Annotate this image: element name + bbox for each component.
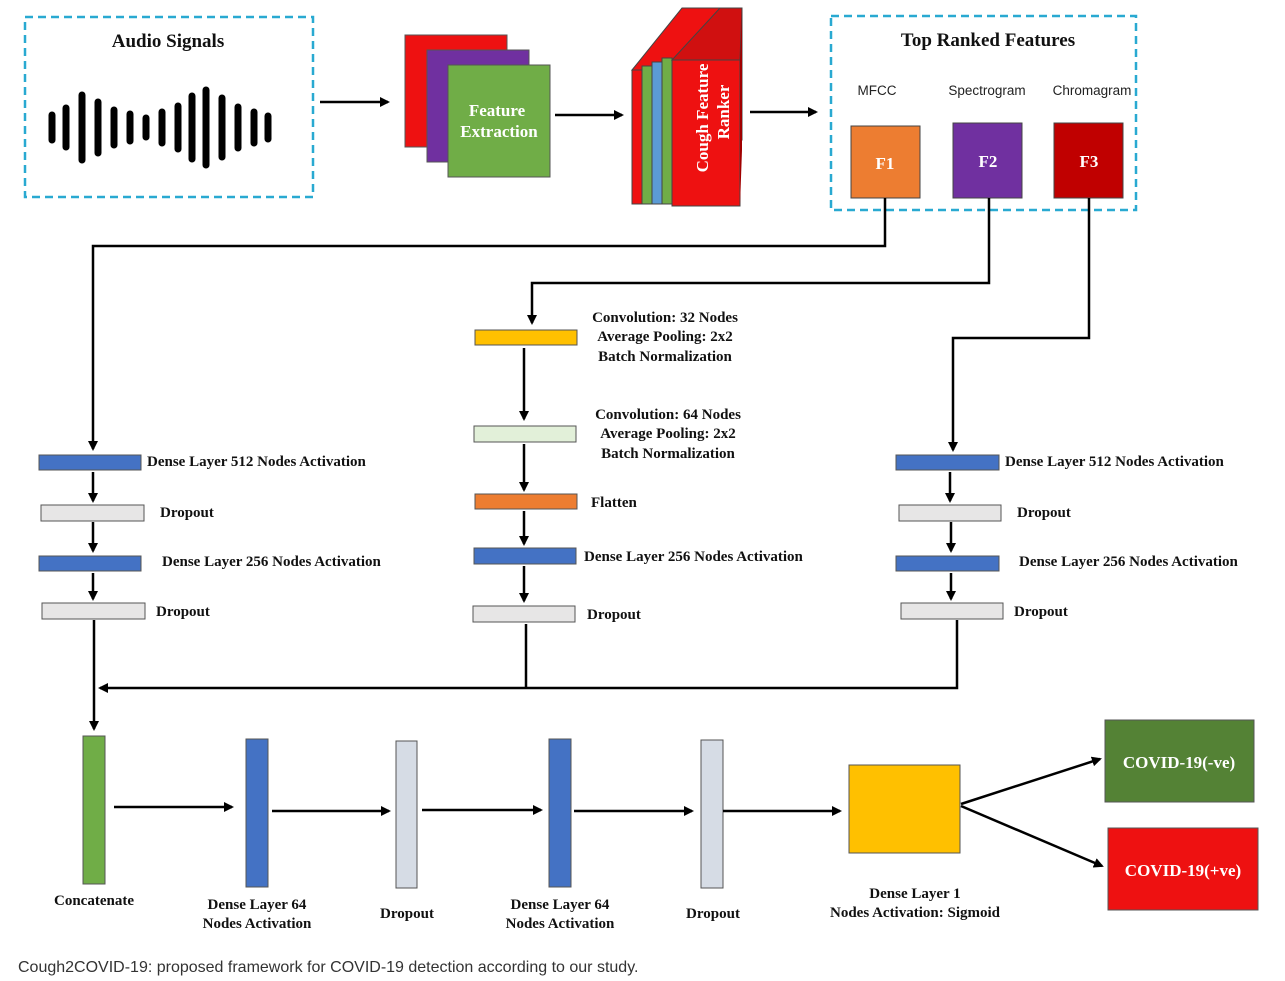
right-dropout-2 xyxy=(900,602,1004,620)
middle-conv-64-line2: Average Pooling: 2x2 xyxy=(600,426,736,442)
connector-f3-to-right-branch xyxy=(948,198,1091,452)
middle-conv-32-line1: Convolution: 32 Nodes xyxy=(592,310,738,326)
connector-f2-to-middle-branch xyxy=(527,198,991,325)
dense-64-b-line2: Nodes Activation xyxy=(506,916,615,932)
dense-64-b xyxy=(548,738,572,888)
audio-signals-title: Audio Signals xyxy=(112,31,224,52)
middle-dropout xyxy=(472,605,576,623)
arrow-to-positive xyxy=(960,804,1104,868)
cough-feature-ranker-stack: Cough Feature Ranker xyxy=(630,7,743,207)
dropout-a-label: Dropout xyxy=(380,906,434,922)
feature-box-f3-label: F3 xyxy=(1080,152,1099,171)
left-dense-256 xyxy=(38,555,142,572)
output-negative xyxy=(1104,719,1255,803)
left-dropout-1 xyxy=(40,504,145,522)
right-dense-256 xyxy=(895,555,1000,572)
waveform-icon xyxy=(48,86,272,169)
left-dense-512 xyxy=(38,454,142,471)
ranker-label-1: Cough Feature xyxy=(693,63,712,172)
feature-box-f2 xyxy=(952,122,1023,199)
middle-conv-32-line2: Average Pooling: 2x2 xyxy=(597,329,733,345)
concatenate-layer xyxy=(82,735,106,885)
right-branch: Dense Layer 512 Nodes Activation Dropout… xyxy=(895,454,1239,620)
feature-label-spectrogram: Spectrogram xyxy=(948,83,1025,98)
feature-label-mfcc: MFCC xyxy=(858,83,897,98)
right-dropout-2-label: Dropout xyxy=(1014,604,1068,620)
left-branch: Dense Layer 512 Nodes Activation Dropout… xyxy=(38,454,382,620)
ranker-label-2: Ranker xyxy=(714,84,733,139)
feature-label-chromagram: Chromagram xyxy=(1053,83,1132,98)
feature-extraction-label-1: Feature xyxy=(469,101,526,120)
middle-branch: Convolution: 32 Nodes Average Pooling: 2… xyxy=(472,310,804,623)
dense-64-a-line2: Nodes Activation xyxy=(203,916,312,932)
middle-conv-64 xyxy=(473,425,577,443)
dense-64-b-line1: Dense Layer 64 xyxy=(511,897,610,913)
connector-f1-to-left-branch xyxy=(88,198,887,451)
top-ranked-features-box: Top Ranked Features MFCC Spectrogram Chr… xyxy=(829,14,1138,212)
feature-box-f1-label: F1 xyxy=(876,154,895,173)
middle-dense-256-label: Dense Layer 256 Nodes Activation xyxy=(584,549,804,565)
left-dropout-2-label: Dropout xyxy=(156,604,210,620)
right-dense-512 xyxy=(895,454,1000,471)
output-positive-label: COVID-19(+ve) xyxy=(1125,861,1241,880)
dropout-b-label: Dropout xyxy=(686,906,740,922)
left-dense-512-label: Dense Layer 512 Nodes Activation xyxy=(147,454,367,470)
top-features-title: Top Ranked Features xyxy=(901,30,1075,51)
middle-dense-256 xyxy=(473,547,577,565)
figure-caption: Cough2COVID-19: proposed framework for C… xyxy=(18,959,638,976)
feature-extraction-label-2: Extraction xyxy=(460,122,538,141)
middle-conv-32 xyxy=(474,329,578,346)
middle-flatten-label: Flatten xyxy=(591,495,637,511)
middle-conv-64-line3: Batch Normalization xyxy=(601,446,735,462)
feature-extraction-stack: Feature Extraction xyxy=(404,34,551,178)
dense-1-line1: Dense Layer 1 xyxy=(869,886,960,902)
right-dropout-1 xyxy=(898,504,1002,522)
audio-signals-box: Audio Signals xyxy=(23,15,315,199)
middle-flatten xyxy=(474,493,578,510)
middle-dropout-label: Dropout xyxy=(587,607,641,623)
dropout-b xyxy=(700,739,724,889)
right-dense-512-label: Dense Layer 512 Nodes Activation xyxy=(1005,454,1225,470)
left-dropout-2 xyxy=(41,602,146,620)
right-dropout-1-label: Dropout xyxy=(1017,505,1071,521)
output-positive xyxy=(1107,827,1259,911)
dense-64-a xyxy=(245,738,269,888)
middle-conv-64-line1: Convolution: 64 Nodes xyxy=(595,407,741,423)
concatenate-label: Concatenate xyxy=(54,893,134,909)
right-dense-256-label: Dense Layer 256 Nodes Activation xyxy=(1019,554,1239,570)
left-dropout-1-label: Dropout xyxy=(160,505,214,521)
bottom-row: Concatenate Dense Layer 64 Nodes Activat… xyxy=(54,719,1259,932)
dense-64-a-line1: Dense Layer 64 xyxy=(208,897,307,913)
middle-conv-32-line3: Batch Normalization xyxy=(598,349,732,365)
arrow-to-negative xyxy=(960,756,1102,806)
dropout-a xyxy=(395,740,418,889)
output-negative-label: COVID-19(-ve) xyxy=(1123,753,1235,772)
left-dense-256-label: Dense Layer 256 Nodes Activation xyxy=(162,554,382,570)
feature-box-f2-label: F2 xyxy=(979,152,998,171)
feature-box-f1 xyxy=(850,125,921,199)
dense-1-line2: Nodes Activation: Sigmoid xyxy=(830,905,1001,921)
dense-1-sigmoid xyxy=(848,764,961,854)
connector-right-to-merge xyxy=(526,620,959,690)
feature-box-f3 xyxy=(1053,122,1124,199)
